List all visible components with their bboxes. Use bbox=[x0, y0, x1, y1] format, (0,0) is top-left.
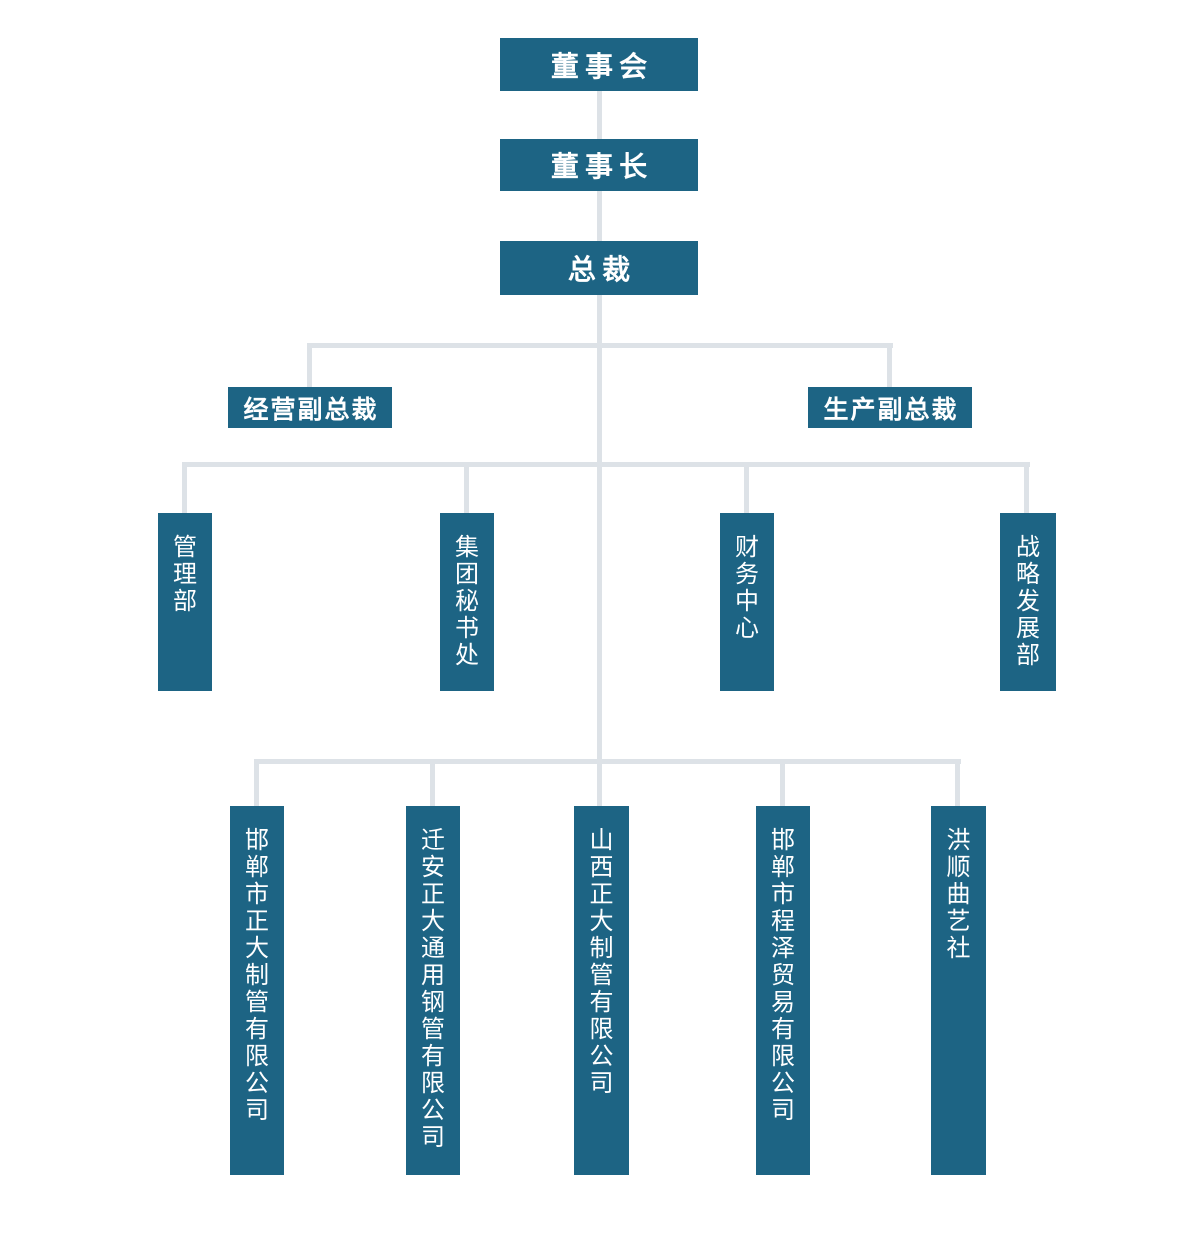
org-node-dept-secretariat: 集团秘书处 bbox=[440, 513, 494, 691]
org-node-dept-strategy: 战略发展部 bbox=[1000, 513, 1056, 691]
org-node-subsidiary-hongshun-quyishe: 洪顺曲艺社 bbox=[931, 806, 986, 1175]
connector-drop-subsidiary-5 bbox=[955, 759, 960, 806]
org-node-board: 董事会 bbox=[500, 38, 698, 91]
connector-dept-horizontal bbox=[182, 462, 1030, 467]
connector-drop-dept-3 bbox=[744, 462, 749, 513]
connector-drop-subsidiary-1 bbox=[254, 759, 259, 806]
connector-main-vertical bbox=[597, 91, 602, 806]
org-node-chairman: 董事长 bbox=[500, 139, 698, 191]
org-node-subsidiary-qianan-zhengda: 迁安正大通用钢管有限公司 bbox=[406, 806, 460, 1175]
connector-drop-dept-4 bbox=[1024, 462, 1029, 513]
connector-subsidiary-horizontal bbox=[254, 759, 961, 764]
connector-vp-branch-horizontal bbox=[307, 343, 893, 348]
connector-drop-dept-2 bbox=[464, 462, 469, 513]
org-node-president: 总裁 bbox=[500, 241, 698, 295]
connector-drop-vp-production bbox=[887, 343, 892, 387]
org-node-vp-production: 生产副总裁 bbox=[808, 387, 972, 428]
connector-drop-vp-operations bbox=[307, 343, 312, 387]
org-node-dept-finance-center: 财务中心 bbox=[720, 513, 774, 691]
connector-drop-dept-1 bbox=[182, 462, 187, 513]
org-node-dept-management: 管理部 bbox=[158, 513, 212, 691]
org-node-vp-operations: 经营副总裁 bbox=[228, 387, 392, 428]
org-node-subsidiary-handan-chengze: 邯郸市程泽贸易有限公司 bbox=[756, 806, 810, 1175]
org-node-subsidiary-shanxi-zhengda: 山西正大制管有限公司 bbox=[574, 806, 629, 1175]
org-node-subsidiary-handan-zhengda: 邯郸市正大制管有限公司 bbox=[230, 806, 284, 1175]
connector-drop-subsidiary-2 bbox=[430, 759, 435, 806]
connector-drop-subsidiary-4 bbox=[780, 759, 785, 806]
